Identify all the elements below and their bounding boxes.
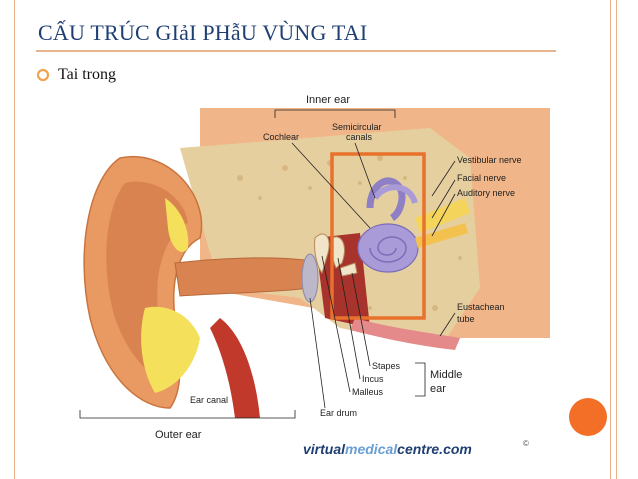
credit-part-1: virtual xyxy=(303,441,346,457)
label-lines xyxy=(79,109,456,419)
label-eustachean-1: Eustachean xyxy=(457,302,505,312)
label-facial-nerve: Facial nerve xyxy=(457,173,506,183)
eustachian-tube xyxy=(350,318,460,350)
credit-part-2: medical xyxy=(345,441,398,457)
cochlea xyxy=(357,223,419,273)
decorative-orange-circle xyxy=(569,398,607,436)
label-vestibular-nerve: Vestibular nerve xyxy=(457,155,522,165)
svg-text:virtualmedicalcentre.com: virtualmedicalcentre.com xyxy=(303,441,472,457)
bullet-item: Tai trong xyxy=(36,66,116,84)
cartilage-upper xyxy=(165,198,189,252)
bullet-text: Tai trong xyxy=(58,66,116,83)
label-ear-drum: Ear drum xyxy=(320,408,357,418)
semicircular-canal-2 xyxy=(372,184,418,205)
label-middle-ear-1: Middle xyxy=(430,369,462,381)
cochlea-spiral xyxy=(369,236,407,263)
ear-anatomy-diagram: Inner ear Cochlear Semicircular canals V… xyxy=(79,94,550,457)
ear-canal xyxy=(174,257,311,297)
label-incus: Incus xyxy=(362,374,384,384)
right-border-line-1 xyxy=(610,0,611,479)
label-cochlear: Cochlear xyxy=(263,132,299,142)
label-stapes: Stapes xyxy=(372,361,401,371)
label-semicircular-1: Semicircular xyxy=(332,122,382,132)
malleus-bone xyxy=(314,233,330,275)
label-malleus: Malleus xyxy=(352,387,384,397)
ear-drum xyxy=(301,253,319,303)
label-outer-ear: Outer ear xyxy=(155,429,202,441)
label-eustachean-2: tube xyxy=(457,314,475,324)
label-inner-ear: Inner ear xyxy=(306,94,350,106)
auditory-nerve xyxy=(415,223,468,248)
right-border-line-2 xyxy=(616,0,617,479)
cartilage-lower xyxy=(141,306,200,393)
credit-logo: virtualmedicalcentre.com © xyxy=(303,439,529,457)
ring-bullet-icon xyxy=(36,68,50,82)
title-underline xyxy=(36,50,556,52)
copyright-icon: © xyxy=(523,439,529,448)
vestibular-nerve xyxy=(415,198,470,233)
credit-part-3: centre.com xyxy=(397,441,472,457)
stapes-bone xyxy=(339,262,358,277)
inner-ear-highlight-box xyxy=(330,152,426,320)
slide-title: CẤU TRÚC GIảI PHẫU VÙNG TAI xyxy=(38,20,368,45)
label-semicircular-2: canals xyxy=(346,132,373,142)
pinna-inner xyxy=(106,181,188,378)
label-ear-canal: Ear canal xyxy=(190,395,228,405)
red-tissue xyxy=(210,318,260,418)
label-middle-ear-2: ear xyxy=(430,383,446,395)
left-border-line xyxy=(14,0,15,479)
middle-ear-cavity xyxy=(315,233,370,328)
label-auditory-nerve: Auditory nerve xyxy=(457,188,515,198)
